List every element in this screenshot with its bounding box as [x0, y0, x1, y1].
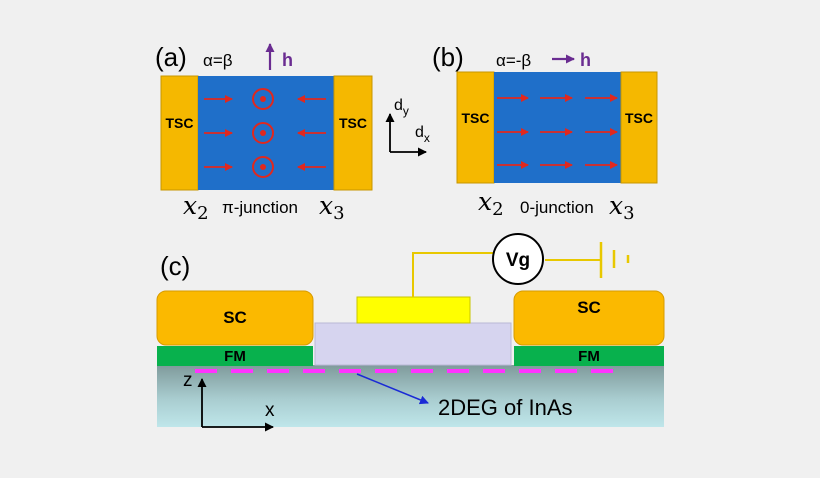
panel-b-label: (b)	[432, 42, 464, 72]
ground-icon	[599, 242, 630, 278]
tsc-left-block	[160, 75, 199, 191]
junction-type-label: π-junction	[222, 198, 298, 217]
fm-left-layer	[157, 346, 313, 366]
spin-arrows-inward	[204, 95, 326, 171]
panel-a-condition: α=β	[203, 51, 233, 70]
panel-b-field-label: h	[580, 50, 591, 70]
panel-a: (a) α=β h TSC TSC x2 π-junction x3	[155, 42, 373, 224]
panel-a-field-label: h	[282, 50, 293, 70]
junction-region	[494, 72, 621, 183]
fm-right-layer	[514, 346, 664, 366]
panel-b: (b) α=-β h TSC TSC x2 0-junction x3	[432, 42, 658, 224]
junction-type-label: 0-junction	[520, 198, 594, 217]
out-of-plane-icon	[252, 122, 274, 144]
position-x2-label: x2	[478, 187, 504, 220]
sc-left-label: SC	[223, 308, 247, 327]
channel-label: 2DEG of InAs	[438, 395, 573, 420]
out-of-plane-symbols	[252, 88, 274, 178]
spin-arrows-aligned	[497, 94, 618, 169]
fm-right-label: FM	[578, 348, 600, 365]
x-axis-label: x	[265, 400, 275, 421]
tsc-right-label: TSC	[339, 115, 367, 131]
sc-right-label: SC	[577, 298, 601, 317]
voltage-source-icon	[492, 233, 544, 285]
out-of-plane-dot	[260, 164, 266, 170]
tsc-right-label: TSC	[625, 110, 653, 126]
channel-pointer-arrow-icon	[356, 373, 429, 405]
position-x3-label: x3	[319, 191, 345, 224]
gate-dielectric	[314, 322, 512, 366]
position-x2-label: x2	[183, 191, 209, 224]
sc-left-block	[156, 290, 314, 346]
fm-left-label: FM	[224, 348, 246, 365]
dy-axis-label: dy	[394, 97, 409, 118]
tsc-right-block	[620, 71, 658, 184]
dx-axis-label: dx	[415, 124, 430, 145]
out-of-plane-dot	[260, 96, 266, 102]
sc-right-block	[513, 290, 665, 346]
tsc-right-block	[333, 75, 373, 191]
tsc-left-block	[456, 71, 495, 184]
gate-wire	[412, 252, 495, 297]
panel-b-condition: α=-β	[496, 51, 531, 70]
out-of-plane-icon	[252, 88, 274, 110]
tsc-left-label: TSC	[166, 115, 194, 131]
out-of-plane-icon	[252, 156, 274, 178]
tsc-left-label: TSC	[462, 110, 490, 126]
gate-electrode	[356, 296, 471, 324]
coordinate-axes-dxdy: dy dx	[385, 97, 430, 157]
panel-c-label: (c)	[160, 251, 190, 281]
panel-a-label: (a)	[155, 42, 187, 72]
panel-c: (c) FM FM SC SC Vg z	[156, 233, 665, 432]
out-of-plane-dot	[260, 130, 266, 136]
voltage-source-label: Vg	[506, 250, 530, 271]
position-x3-label: x3	[609, 191, 635, 224]
z-axis-label: z	[183, 370, 193, 391]
